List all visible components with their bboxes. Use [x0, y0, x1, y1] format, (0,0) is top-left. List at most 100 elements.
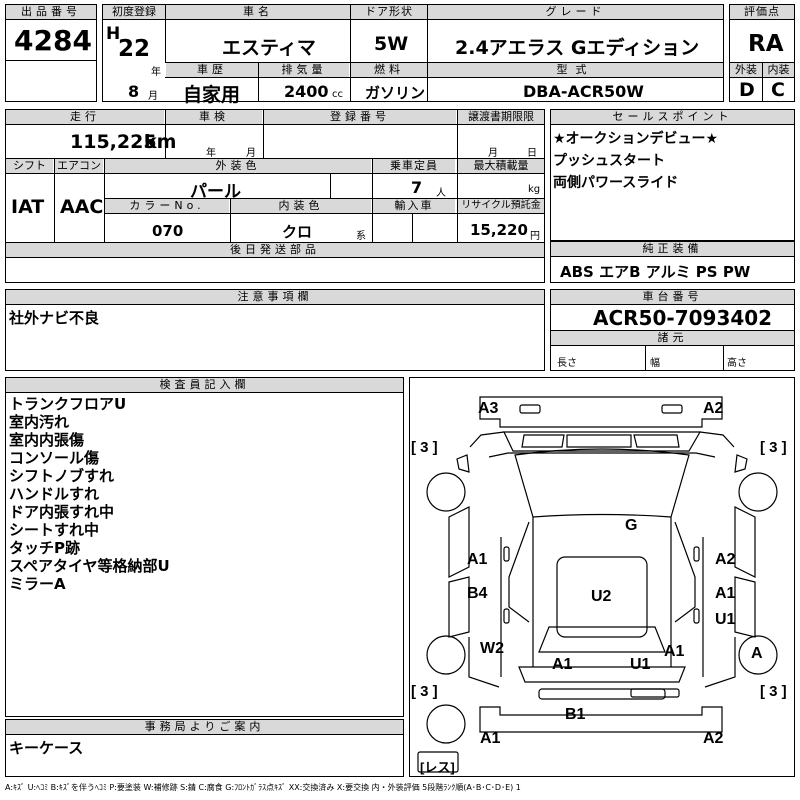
inspection-header: 車検 — [166, 110, 262, 124]
length-label: 長さ — [557, 358, 577, 369]
mark-a2-front: A2 — [703, 400, 724, 417]
color-no-header: カラーNo. — [105, 199, 229, 213]
car-name: エスティマ — [222, 37, 316, 59]
mark-a2-bottom: A2 — [703, 730, 724, 747]
grade: 2.4アエラス Gエディション — [455, 37, 700, 59]
people-unit: 人 — [436, 188, 446, 199]
insp-month-unit: 月 — [246, 148, 256, 159]
mark-w2: W2 — [480, 640, 504, 657]
aircon: AAC — [60, 196, 104, 218]
model-header: 型式 — [428, 63, 723, 77]
sales-point-2: プッシュスタート — [553, 153, 665, 169]
inspector-note-7: ドア内張すれ中 — [9, 503, 115, 521]
header-main-box — [102, 4, 724, 102]
specs-header: 諸元 — [551, 331, 794, 345]
recycle-header: リサイクル預託金 — [458, 199, 544, 213]
notes-text: 社外ナビ不良 — [9, 309, 100, 327]
later-parts-header: 後日発送部品 — [6, 243, 544, 257]
lot-box — [5, 4, 97, 102]
inspector-note-10: スペアタイヤ等格納部U — [9, 557, 170, 575]
mark-b1: B1 — [565, 706, 586, 723]
model-code: DBA-ACR50W — [523, 82, 644, 101]
mark-u1-right: U1 — [715, 611, 736, 628]
color: パール — [190, 182, 241, 202]
height-label: 高さ — [727, 358, 747, 369]
month-unit: 月 — [148, 91, 158, 102]
sales-point-box — [550, 109, 795, 241]
mark-a3: A3 — [478, 400, 499, 417]
mark-a-wheel: A — [751, 645, 763, 662]
notes-header: 注意事項欄 — [6, 290, 544, 304]
doc-day-unit: 日 — [527, 148, 537, 159]
sales-point-header: セールスポイント — [551, 110, 794, 124]
mark-a1-bottom: A1 — [480, 730, 501, 747]
grade-header: グレード — [428, 5, 723, 19]
aircon-header: エアコン — [55, 159, 103, 173]
car-name-header: 車名 — [166, 5, 350, 19]
import-header: 輸入車 — [373, 199, 455, 213]
exterior-grade: D — [739, 79, 755, 101]
score-header: 評価点 — [730, 5, 794, 19]
doc-deadline-header: 譲渡書期限限 — [458, 110, 544, 124]
inspector-note-2: 室内汚れ — [9, 413, 70, 431]
reg-year: 22 — [118, 36, 151, 62]
inspector-note-4: コンソール傷 — [9, 449, 100, 467]
inspector-note-1: トランクフロアU — [9, 395, 127, 413]
capacity: 7 — [411, 178, 423, 197]
mark-u2: U2 — [591, 588, 612, 605]
color-header: 外装色 — [105, 159, 371, 173]
interior-color: クロ — [282, 223, 313, 241]
lot-number: 4284 — [14, 24, 92, 57]
legend: A:ｷｽﾞ U:ﾍｺﾐ B:ｷｽﾞを伴うﾍｺﾐ P:要塗装 W:補修跡 S:錆 … — [5, 783, 521, 792]
doc-month-unit: 月 — [488, 148, 498, 159]
inspector-note-3: 室内内張傷 — [9, 431, 85, 449]
inspector-box — [5, 377, 404, 717]
kg-unit: kg — [528, 184, 541, 195]
mark-a1-left: A1 — [467, 551, 488, 568]
office-text: キーケース — [9, 739, 84, 757]
mark-b4: B4 — [467, 585, 488, 602]
first-reg-header: 初度登録 — [103, 5, 165, 19]
sales-point-3: 両側パワースライド — [553, 175, 679, 191]
mark-a2-right: A2 — [715, 551, 736, 568]
chassis-header: 車台番号 — [551, 290, 794, 304]
width-label: 幅 — [650, 358, 660, 369]
color-no: 070 — [152, 222, 184, 240]
exterior-header: 外装 — [730, 63, 762, 77]
inspector-note-6: ハンドルすれ — [9, 485, 100, 503]
chassis-no: ACR50-7093402 — [593, 306, 773, 330]
equipment-header: 純正装備 — [551, 242, 794, 256]
shift: IAT — [11, 196, 45, 218]
mark-a1-right: A1 — [715, 585, 736, 602]
recycle-fee: 15,220 — [470, 221, 528, 239]
yen-unit: 円 — [530, 231, 540, 242]
tire-rear-left: [ 3 ] — [411, 683, 438, 700]
interior-header: 内装 — [763, 63, 794, 77]
mark-g: G — [625, 517, 638, 534]
insp-year-unit: 年 — [206, 148, 216, 159]
office-header: 事務局よりご案内 — [6, 720, 403, 734]
inspector-note-5: シフトノブすれ — [9, 467, 115, 485]
door-header: ドア形状 — [351, 5, 427, 19]
reg-no-header: 登録番号 — [264, 110, 456, 124]
km-unit: km — [144, 131, 177, 153]
cc-unit: cc — [332, 89, 343, 100]
inspector-note-8: シートすれ中 — [9, 521, 100, 539]
tire-front-right: [ 3 ] — [760, 439, 787, 456]
capacity-header: 乗車定員 — [373, 159, 455, 173]
interior-color-header: 内装色 — [231, 199, 371, 213]
fuel: ガソリン — [365, 84, 426, 102]
shift-header: シフト — [6, 159, 53, 173]
inspector-header: 検査員記入欄 — [6, 378, 403, 392]
lot-header: 出品番号 — [6, 5, 96, 19]
reg-month: 8 — [128, 82, 140, 101]
history: 自家用 — [183, 84, 241, 106]
tire-front-left: [ 3 ] — [411, 439, 438, 456]
mark-a1-rear-left: A1 — [552, 656, 573, 673]
mileage: 115,225 — [70, 131, 157, 153]
inspector-note-11: ミラーA — [9, 575, 66, 593]
max-load-header: 最大積載量 — [458, 159, 544, 173]
history-header: 車歴 — [166, 63, 258, 77]
interior-grade: C — [771, 79, 785, 101]
sales-point-1: ★オークションデビュー★ — [553, 131, 719, 147]
